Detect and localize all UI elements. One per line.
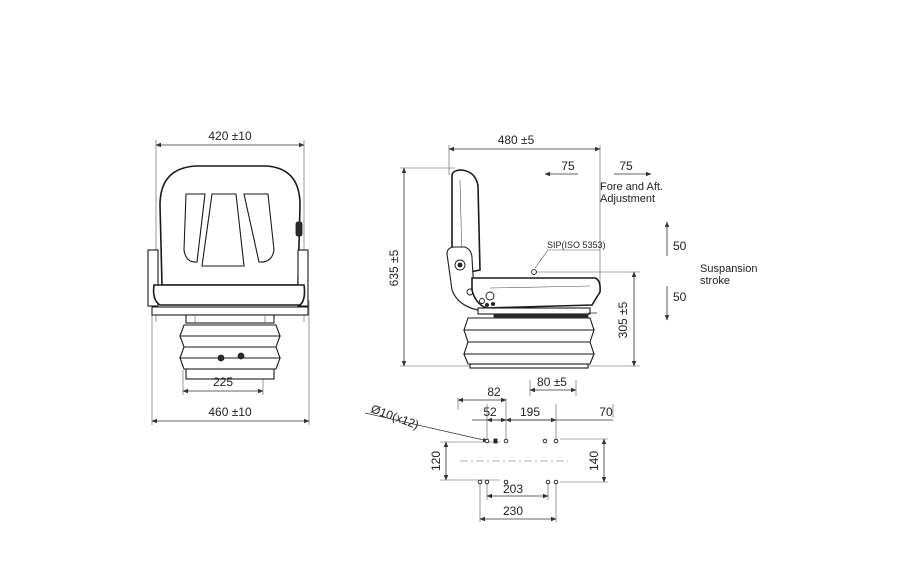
front-backrest-pad-left	[183, 193, 206, 263]
dim-height: 635 ±5	[387, 249, 401, 286]
dim-base-width: 460 ±10	[208, 405, 252, 419]
dim-seat-height: 305 ±5	[616, 301, 630, 338]
sip-label: SIP(ISO 5353)	[547, 240, 606, 250]
dim-52: 52	[483, 405, 497, 419]
stroke-up: 50	[673, 239, 687, 253]
mounting-holes	[477, 438, 559, 485]
dim-140: 140	[587, 451, 601, 471]
dim-230: 230	[503, 504, 523, 518]
dim-120: 120	[429, 451, 443, 471]
mounting-pattern: 82 80 ±5 52 195 70 Ø10(x12) 120 140	[364, 375, 614, 522]
front-rail-plate	[151, 306, 309, 316]
fore-aft-label-line1: Fore and Aft.	[600, 181, 663, 193]
suspension-label-line2: stroke	[700, 275, 730, 287]
front-view: 420 ±10 225 460 ±10	[147, 129, 310, 425]
dim-70: 70	[599, 405, 613, 419]
dim-80: 80 ±5	[537, 375, 567, 389]
side-rail	[477, 307, 591, 315]
dim-depth: 480 ±5	[498, 133, 535, 147]
dim-203: 203	[503, 482, 523, 496]
side-bellows	[463, 317, 595, 365]
side-cushion	[471, 277, 601, 309]
front-bellows	[179, 324, 281, 370]
hole-label: Ø10(x12)	[369, 402, 421, 432]
suspension-label-line1: Suspansion	[700, 263, 758, 275]
stroke-down: 50	[673, 290, 687, 304]
dim-top-width: 420 ±10	[208, 129, 252, 143]
dim-195: 195	[520, 405, 540, 419]
fore-aft-label-line2: Adjustment	[600, 193, 655, 205]
front-backrest-pad-center	[201, 193, 245, 267]
front-cushion	[152, 284, 306, 306]
side-view: 480 ±5 635 ±5 305 ±5	[387, 133, 758, 369]
front-backrest-pad-right	[243, 193, 275, 263]
front-knob-right	[295, 221, 303, 237]
aft-travel: 75	[561, 159, 575, 173]
dim-suspension-width: 225	[213, 375, 233, 389]
sip-point	[531, 269, 537, 275]
dim-82: 82	[487, 385, 501, 399]
fore-travel: 75	[619, 159, 633, 173]
